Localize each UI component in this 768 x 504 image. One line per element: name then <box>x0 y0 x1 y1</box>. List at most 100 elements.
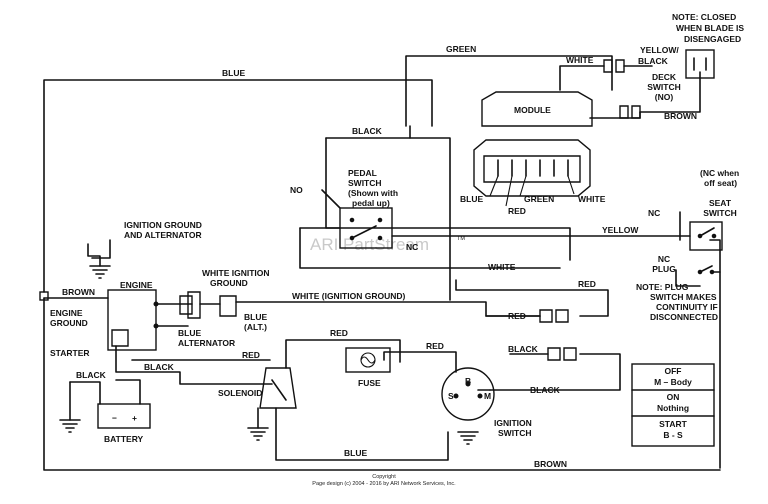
table-pos: START <box>659 419 688 429</box>
label: BROWN <box>534 459 567 469</box>
table-pos: ON <box>667 392 680 402</box>
label: SWITCH <box>647 82 681 92</box>
wire-red-right <box>455 279 609 317</box>
label: BLUE <box>344 448 367 458</box>
table-desc: B - S <box>663 430 683 440</box>
battery <box>97 403 151 429</box>
label: SWITCH <box>703 208 737 218</box>
label: NO <box>290 185 303 195</box>
label: AND ALTERNATOR <box>124 230 202 240</box>
label: BLUE <box>222 68 245 78</box>
label: (NO) <box>655 92 674 102</box>
label: BLACK <box>530 385 561 395</box>
label: RED <box>508 206 526 216</box>
label: off seat) <box>704 178 737 188</box>
wire-red-solenoid <box>285 339 401 369</box>
label: (ALT.) <box>244 322 267 332</box>
wire-engine-ground <box>87 243 101 267</box>
wire-nc-plug <box>675 269 701 287</box>
wires <box>43 55 721 471</box>
wire-white-mid <box>299 227 571 261</box>
label: NC <box>648 208 660 218</box>
wire-green-top <box>405 55 613 127</box>
label: (Shown with <box>348 188 398 198</box>
label: BLACK <box>638 56 669 66</box>
wire-starter-black <box>115 345 273 385</box>
label: RED <box>242 350 260 360</box>
footer-copyright: Copyright <box>372 474 396 480</box>
label: (NC when <box>700 168 739 178</box>
label: IGNITION <box>494 418 532 428</box>
label: pedal up) <box>352 198 390 208</box>
ground-icon <box>247 427 269 441</box>
label: NOTE: CLOSED <box>672 12 736 22</box>
label: BLACK <box>76 370 107 380</box>
label: WHITE <box>578 194 606 204</box>
label: BLACK <box>144 362 175 372</box>
label: RED <box>330 328 348 338</box>
footer-credit: Page design (c) 2004 - 2016 by ARI Netwo… <box>312 481 456 487</box>
label: DISENGAGED <box>684 34 741 44</box>
label: DECK <box>652 72 677 82</box>
wire-pedal-no <box>321 189 341 209</box>
wire-white-ign <box>235 301 541 317</box>
label: RED <box>578 279 596 289</box>
ground-icon <box>457 431 479 445</box>
label: STARTER <box>50 348 90 358</box>
ground-icon <box>89 265 111 279</box>
plug-switch <box>697 265 715 275</box>
label: BLACK <box>508 344 539 354</box>
label: SEAT <box>709 198 732 208</box>
label: BROWN <box>664 111 697 121</box>
label: MODULE <box>514 105 551 115</box>
label: GROUND <box>50 318 88 328</box>
label: BROWN <box>62 287 95 297</box>
label: NOTE: PLUG <box>636 282 689 292</box>
label: GREEN <box>446 44 476 54</box>
table-desc: M – Body <box>654 377 692 387</box>
wire-yellow <box>299 227 561 269</box>
module-connector <box>473 139 591 207</box>
fuse <box>345 347 391 373</box>
label: ENGINE <box>50 308 83 318</box>
label: BLUE <box>460 194 483 204</box>
label: YELLOW/ <box>640 45 679 55</box>
label: BLACK <box>352 126 383 136</box>
seat-switch <box>689 221 723 251</box>
label: NC <box>658 254 670 264</box>
watermark-tm: TM <box>457 236 465 242</box>
wire-ign-ground <box>91 239 111 259</box>
label: GREEN <box>524 194 554 204</box>
wire-black-top <box>325 137 341 229</box>
table-pos: OFF <box>665 366 682 376</box>
battery-plus: + <box>132 413 137 423</box>
wire-deck-brown <box>639 71 701 113</box>
label: WHEN BLADE IS <box>676 23 744 33</box>
label: SWITCH <box>348 178 382 188</box>
label: ENGINE <box>120 280 153 290</box>
wire-blue-bottom <box>275 407 449 461</box>
wire-black-bat-pos <box>115 379 141 405</box>
label: SOLENOID <box>218 388 262 398</box>
label: SWITCH <box>498 428 532 438</box>
label: ALTERNATOR <box>178 338 235 348</box>
label: S <box>448 391 454 401</box>
labels: BLUE GREEN WHITE YELLOW/ BLACK NOTE: CLO… <box>50 12 744 469</box>
wire-black-mid-2 <box>489 353 621 391</box>
deck-switch <box>685 49 715 79</box>
label: BLUE <box>178 328 201 338</box>
ignition-switch <box>441 367 495 421</box>
label: SWITCH MAKES <box>650 292 717 302</box>
pedal-switch <box>339 207 393 249</box>
label: PLUG <box>652 264 676 274</box>
label: M <box>484 391 491 401</box>
label: PEDAL <box>348 168 377 178</box>
label: WHITE <box>566 55 594 65</box>
label: DISCONNECTED <box>650 312 718 322</box>
label: YELLOW <box>602 225 639 235</box>
alternator-connector <box>179 291 237 319</box>
wire-black-battery <box>69 381 101 405</box>
wire-black-top-2 <box>325 137 451 301</box>
label: B <box>465 376 471 386</box>
